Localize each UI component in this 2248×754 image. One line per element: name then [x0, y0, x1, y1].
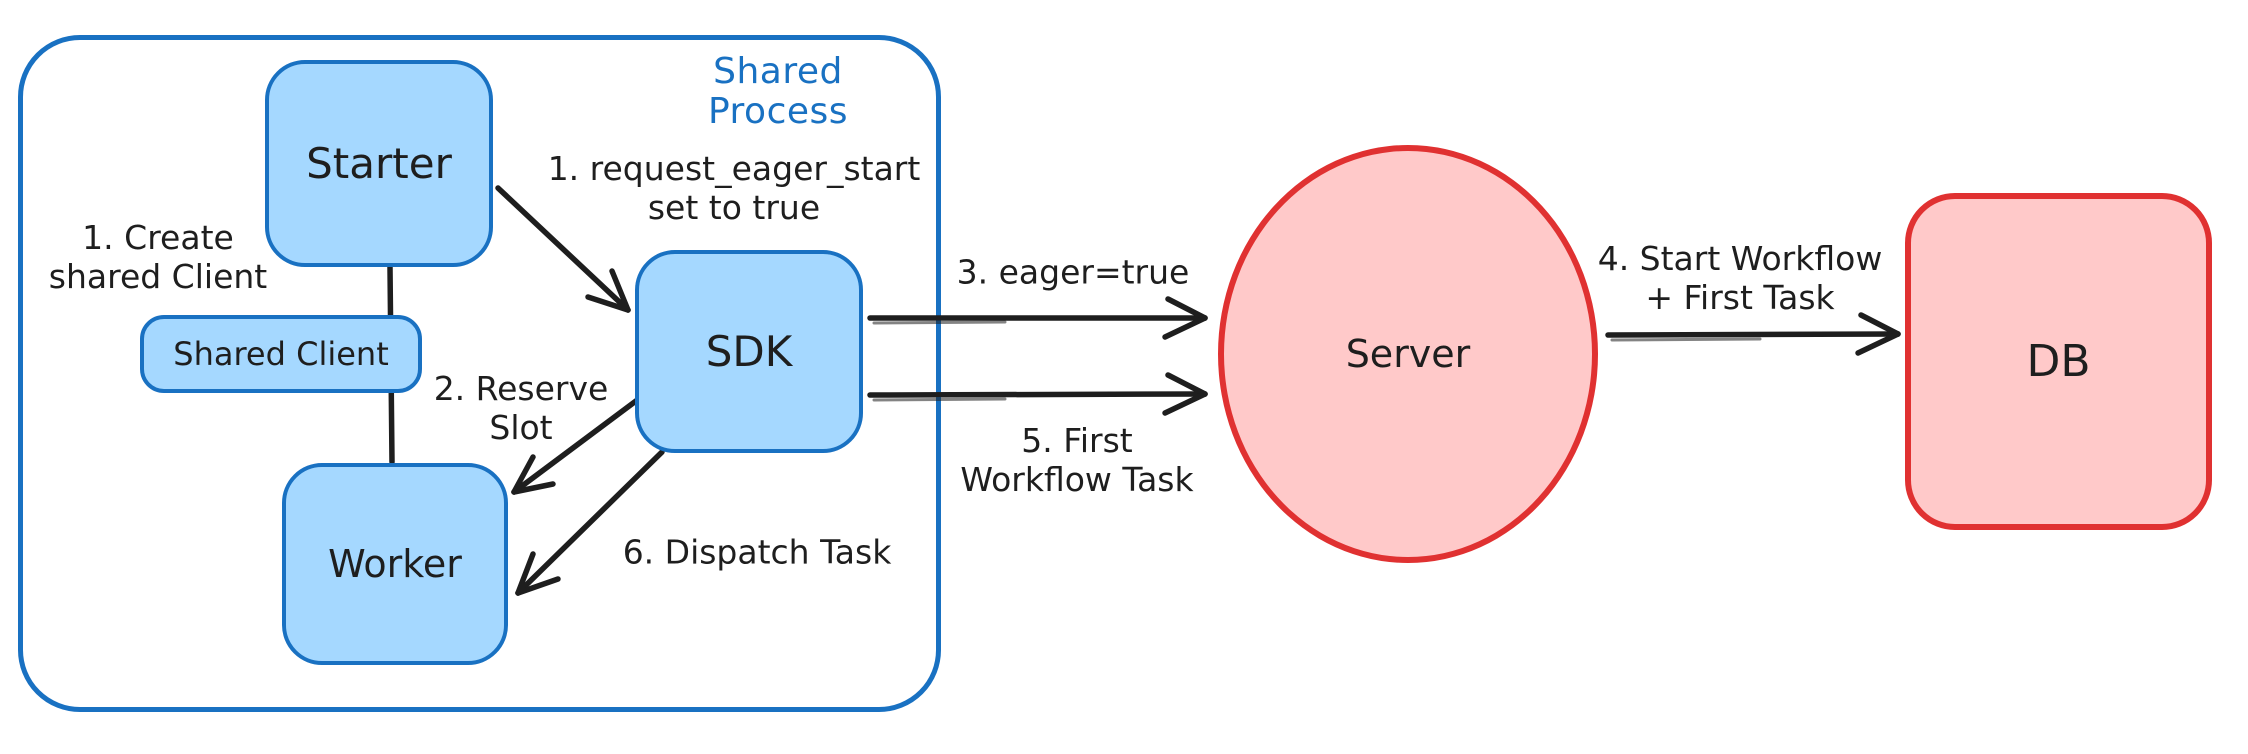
node-starter-label: Starter [306, 139, 452, 188]
annotation-line: 5. First [1021, 421, 1133, 461]
node-starter: Starter [265, 60, 493, 267]
annotation-line: + First Task [1645, 278, 1835, 317]
arrow-sdk-to-server-eager [867, 296, 1208, 340]
annotation-line: set to true [647, 188, 821, 227]
arrow-sdk-to-server-first-task [867, 372, 1208, 416]
annotation-request-eager-start: 1. request_eager_start set to true [547, 149, 921, 228]
node-worker-label: Worker [328, 542, 462, 586]
shared-process-label: Shared Process [707, 51, 849, 132]
node-worker: Worker [282, 463, 508, 665]
annotation-line: 6. Dispatch Task [622, 532, 892, 572]
node-server-label: Server [1345, 332, 1471, 376]
annotation-start-workflow: 4. Start Workflow + First Task [1597, 239, 1883, 318]
shared-process-container [18, 35, 941, 712]
node-shared-client-label: Shared Client [173, 335, 389, 373]
annotation-reserve-slot: 2. Reserve Slot [433, 369, 609, 448]
node-sdk-label: SDK [705, 327, 793, 376]
node-sdk: SDK [635, 250, 863, 453]
annotation-line: 1. Create [82, 218, 234, 258]
annotation-line: 3. eager=true [956, 252, 1190, 292]
annotation-line: Slot [489, 408, 553, 447]
annotation-line: 2. Reserve [433, 369, 609, 409]
arrow-sdk-to-worker-dispatch [515, 449, 665, 596]
node-db-label: DB [2026, 336, 2091, 387]
annotation-line: 1. request_eager_start [547, 149, 921, 189]
annotation-first-workflow-task: 5. First Workflow Task [960, 421, 1194, 500]
node-db: DB [1905, 193, 2212, 530]
annotation-line: shared Client [48, 257, 268, 296]
arrow-starter-to-sdk [495, 185, 631, 313]
annotation-eager-true: 3. eager=true [956, 252, 1190, 293]
node-server: Server [1218, 145, 1598, 563]
annotation-create-shared-client: 1. Create shared Client [48, 218, 268, 297]
annotation-dispatch-task: 6. Dispatch Task [622, 532, 892, 573]
annotation-line: Workflow Task [960, 460, 1194, 499]
arrow-sdk-to-worker-reserve [511, 395, 643, 495]
annotation-line: 4. Start Workflow [1597, 239, 1883, 279]
node-shared-client: Shared Client [140, 315, 422, 393]
arrow-server-to-db [1605, 312, 1901, 356]
